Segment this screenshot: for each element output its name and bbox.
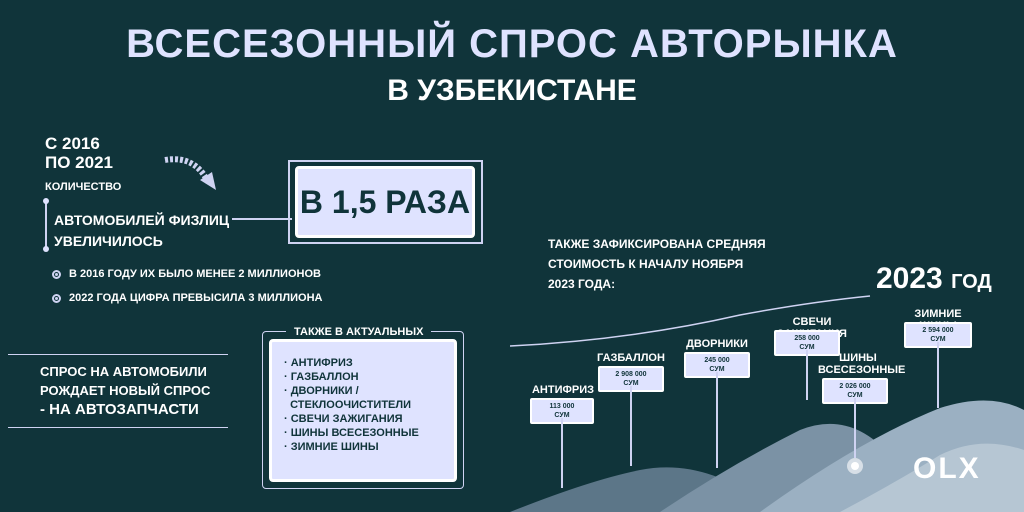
growth-factor: В 1,5 РАЗА (295, 166, 475, 238)
period-label: С 2016 ПО 2021 (45, 134, 113, 172)
price-label: ШИНЫ ВСЕСЕЗОННЫЕ (818, 352, 906, 376)
fact-item: 2022 ГОДА ЦИФРА ПРЕВЫСИЛА 3 МИЛЛИОНА (52, 292, 322, 304)
subject-label: АВТОМОБИЛЕЙ ФИЗЛИЦ УВЕЛИЧИЛОСЬ (54, 212, 230, 249)
connector-line (45, 200, 47, 250)
price-box: 2 908 000 СУМ (598, 366, 664, 392)
olx-logo: OLX (913, 452, 981, 485)
price-label: ДВОРНИКИ (686, 338, 748, 350)
price-stem (716, 372, 718, 468)
mountain-graphic (510, 295, 1024, 512)
topic-item: · ДВОРНИКИ / СТЕКЛООЧИСТИТЕЛИ (284, 385, 411, 411)
price-stem (806, 350, 808, 400)
fact-item: В 2016 ГОДУ ИХ БЫЛО МЕНЕЕ 2 МИЛЛИОНОВ (52, 268, 321, 280)
connector-line (232, 218, 292, 220)
topic-item: · ШИНЫ ВСЕСЕЗОННЫЕ (284, 427, 419, 439)
bullet-icon (52, 293, 61, 303)
price-label: ГАЗБАЛЛОН (597, 352, 665, 364)
topic-item: · СВЕЧИ ЗАЖИГАНИЯ (284, 413, 403, 425)
title-line-1: ВСЕСЕЗОННЫЙ СПРОС АВТОРЫНКА (126, 22, 898, 66)
demand-text: СПРОС НА АВТОМОБИЛИ РОЖДАЕТ НОВЫЙ СПРОС … (40, 364, 211, 418)
price-stem (854, 398, 856, 458)
demand-frame (8, 354, 228, 428)
topics-box: · АНТИФРИЗ · ГАЗБАЛЛОН · ДВОРНИКИ / СТЕК… (269, 339, 457, 482)
quantity-label: КОЛИЧЕСТВО (45, 181, 122, 193)
connector-dot (43, 246, 49, 252)
topic-item: · АНТИФРИЗ (284, 357, 353, 369)
title-line-2: В УЗБЕКИСТАНЕ (387, 74, 637, 107)
bullet-icon (52, 269, 61, 279)
price-stem (561, 418, 563, 488)
price-label: АНТИФРИЗ (531, 384, 595, 396)
factor-frame (288, 160, 483, 244)
curved-arrow-icon (164, 156, 216, 190)
prices-intro: ТАКЖЕ ЗАФИКСИРОВАНА СРЕДНЯЯ СТОИМОСТЬ К … (548, 237, 766, 291)
year-label: 2023 ГОД (876, 262, 992, 295)
price-stem (937, 342, 939, 408)
price-stem (630, 386, 632, 466)
topic-item: · ЗИМНИЕ ШИНЫ (284, 441, 379, 453)
topics-heading: ТАКЖЕ В АКТУАЛЬНЫХ (286, 326, 432, 338)
topic-item: · ГАЗБАЛЛОН (284, 371, 359, 383)
connector-dot (43, 198, 49, 204)
